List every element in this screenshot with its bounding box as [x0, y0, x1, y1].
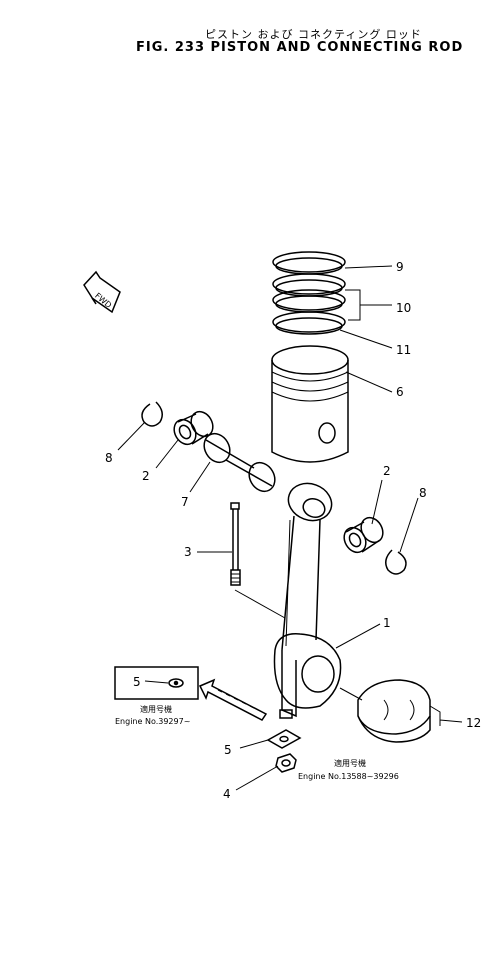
callout-10: 10	[396, 301, 411, 315]
fwd-arrow-icon: FWD	[83, 270, 121, 314]
connecting-rod-bolt	[230, 502, 241, 586]
callout-2-right: 2	[383, 464, 391, 478]
bushing-left	[173, 410, 214, 446]
note-right-applicable: 適用号機	[334, 758, 366, 768]
bushing-right	[343, 516, 384, 554]
callout-8-right: 8	[419, 486, 427, 500]
figure-title: FIG. 233 PISTON AND CONNECTING ROD	[136, 40, 464, 55]
callout-6: 6	[396, 385, 404, 399]
piston	[271, 345, 349, 463]
callout-8-left: 8	[105, 451, 113, 465]
assembly-arrow-icon	[198, 678, 268, 721]
snap-ring-right	[385, 549, 407, 575]
snap-ring-left	[141, 401, 163, 427]
piston-rings	[272, 251, 346, 335]
lock-washer	[266, 729, 302, 749]
nut	[275, 753, 297, 773]
note-right-engine: Engine No.13588~39296	[298, 772, 399, 781]
piston-pin	[203, 432, 276, 493]
callout-2-left: 2	[142, 469, 150, 483]
callout-9: 9	[396, 260, 404, 274]
callout-3: 3	[184, 545, 192, 559]
bearing-shells	[357, 679, 431, 743]
callout-5-box: 5	[133, 675, 141, 689]
note-left-engine: Engine No.39297~	[115, 717, 190, 726]
connecting-rod	[273, 482, 342, 719]
callout-1: 1	[383, 616, 391, 630]
callout-12: 12	[466, 716, 481, 730]
washer-icon	[168, 678, 184, 688]
washer-inset-box	[114, 666, 199, 700]
callout-5-lower: 5	[224, 743, 232, 757]
callout-7: 7	[181, 495, 189, 509]
callout-4: 4	[223, 787, 231, 801]
callout-11: 11	[396, 343, 411, 357]
leader-lines	[117, 265, 463, 791]
note-left-applicable: 適用号機	[140, 704, 172, 714]
figure-title-japanese: ピストン および コネクティング ロッド	[205, 28, 422, 41]
